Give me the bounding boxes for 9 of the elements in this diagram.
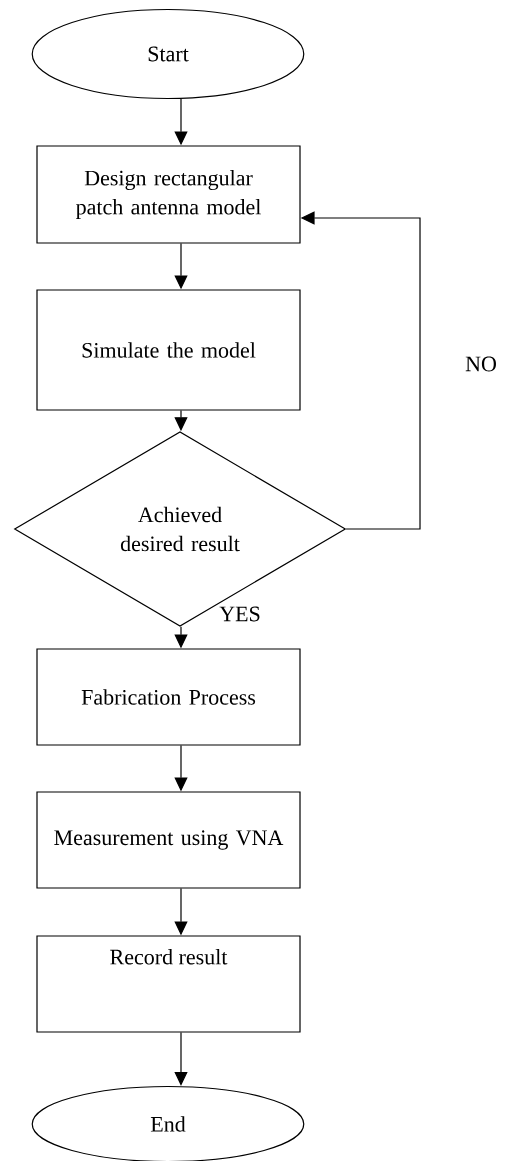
process-box: Simulate the model (36, 289, 301, 411)
edge-label: YES (218, 605, 262, 623)
process-box: Measurement using VNA (36, 791, 301, 889)
process-box: Design rectangular patch antenna model (36, 145, 301, 244)
process-box: Fabrication Process (36, 648, 301, 746)
edge-label: NO (464, 355, 498, 373)
start-oval: Start (31, 8, 305, 100)
arrow (174, 1032, 188, 1086)
process-box: Record result (36, 935, 301, 1033)
